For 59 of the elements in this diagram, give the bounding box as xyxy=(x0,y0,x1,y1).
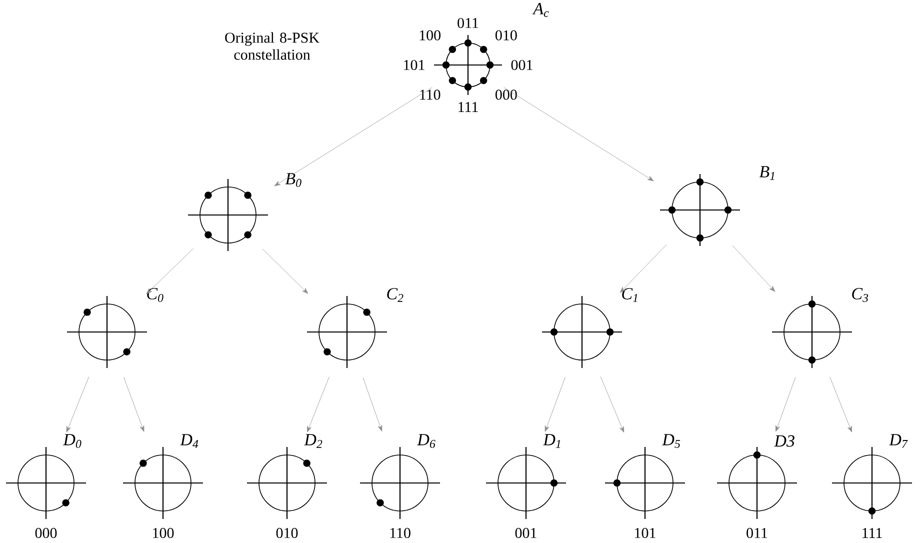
constellation-drawing xyxy=(542,296,622,368)
constellation-label: D$_{5}$ xyxy=(662,434,680,448)
bit-label: 111 xyxy=(862,528,882,538)
constellation-drawing xyxy=(247,447,327,519)
arrow xyxy=(732,245,776,292)
constellation-label: C$_{1}$ xyxy=(622,288,638,302)
arrow xyxy=(600,376,624,433)
arrow xyxy=(262,248,308,294)
bit-label: 011 xyxy=(458,18,478,28)
arrow xyxy=(776,377,796,432)
constellation-label: C$_{3}$ xyxy=(852,288,868,302)
constellation-label: B$_{0}$ xyxy=(285,173,302,187)
bit-label: 101 xyxy=(635,528,656,538)
bit-label: 010 xyxy=(276,528,298,538)
bit-label: 110 xyxy=(420,90,440,100)
bit-label: 010 xyxy=(496,30,517,40)
constellation-drawing xyxy=(123,447,203,519)
constellation-label: D$_{4}$ xyxy=(180,434,198,448)
constellation-drawing xyxy=(486,447,566,519)
constellation-drawing xyxy=(832,447,912,519)
bit-label: 100 xyxy=(153,528,174,538)
caption-text: Original 8-PSK constellation xyxy=(225,32,320,60)
bit-label: 101 xyxy=(404,60,424,70)
bit-label: 000 xyxy=(496,90,517,100)
constellation-drawing xyxy=(605,447,685,519)
bit-label: 011 xyxy=(746,528,768,538)
arrow xyxy=(362,377,382,432)
arrow xyxy=(504,87,654,182)
arrow xyxy=(66,376,90,432)
arrow xyxy=(274,87,432,186)
bit-label: 001 xyxy=(515,528,536,538)
constellation-label: D$_{7}$ xyxy=(889,434,908,448)
constellation-label: D$_{6}$ xyxy=(417,434,436,448)
constellation-drawing xyxy=(307,296,387,368)
arrow xyxy=(307,376,330,432)
constellation-drawing xyxy=(660,174,740,246)
constellation-label: C$_{2}$ xyxy=(387,288,404,302)
bit-label: 000 xyxy=(35,528,57,538)
constellation-drawing xyxy=(772,296,852,368)
constellation-drawing xyxy=(188,179,268,251)
constellation-drawing xyxy=(67,296,147,368)
constellation-label: D$_{1}$ xyxy=(543,434,560,448)
constellation-drawing xyxy=(6,447,86,519)
bit-label: 111 xyxy=(458,102,478,112)
bit-label: 001 xyxy=(511,60,532,70)
constellation-label: B$_{1}$ xyxy=(759,166,774,180)
arrow xyxy=(830,376,852,432)
arrow xyxy=(620,244,667,293)
constellation-label: A$_{c}$ xyxy=(532,3,549,17)
constellation-label: D$_{2}$ xyxy=(304,434,322,448)
arrow xyxy=(146,248,194,294)
constellation-drawing xyxy=(360,447,440,519)
constellation-label: D3 xyxy=(774,435,794,447)
constellation-label: D$_{0}$ xyxy=(63,434,82,448)
arrow xyxy=(544,376,566,432)
arrow xyxy=(124,376,144,432)
bit-label: 110 xyxy=(390,528,410,538)
bit-label: 100 xyxy=(420,30,440,40)
constellation-drawing xyxy=(717,447,797,519)
